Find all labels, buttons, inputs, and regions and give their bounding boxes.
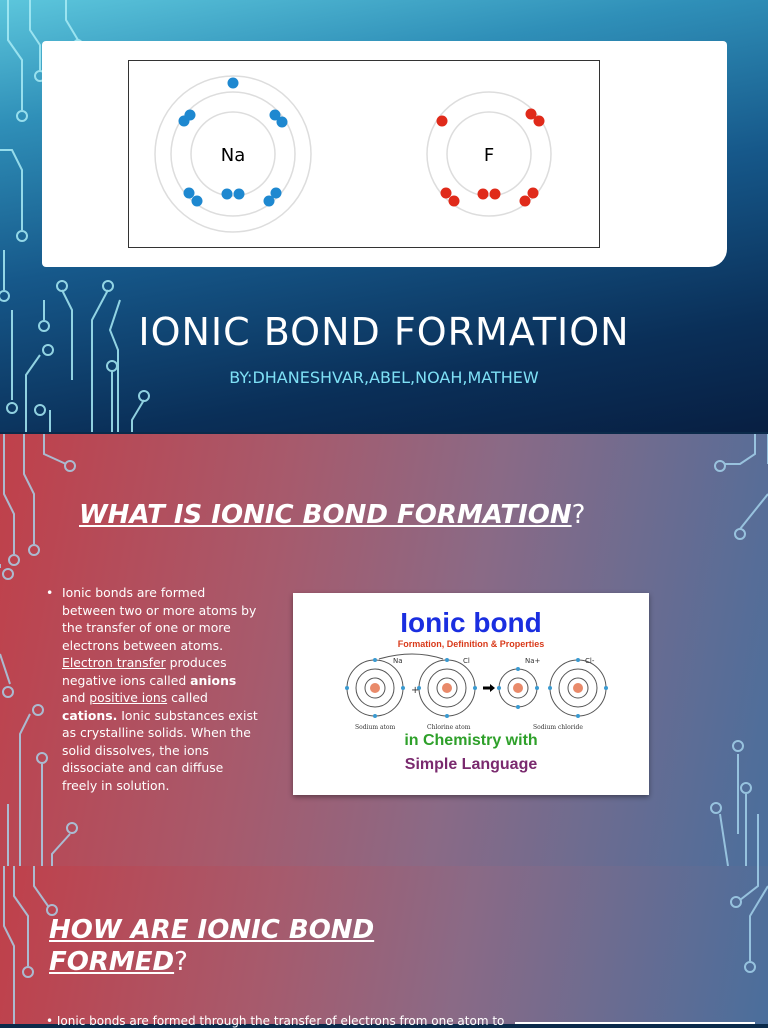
na-electron xyxy=(270,187,282,199)
bullet-text: Ionic bonds are formed between two or mo… xyxy=(62,584,261,794)
f-electrons xyxy=(436,108,545,207)
f-shell-outer xyxy=(426,91,552,217)
slide-heading: WHAT IS IONIC BOND FORMATION? xyxy=(79,500,585,530)
text-run: Ionic substances exist as crystalline so… xyxy=(62,707,258,793)
f-symbol: F xyxy=(484,145,494,166)
label-sodium-atom: Sodium atom xyxy=(355,724,396,731)
circuit-decoration xyxy=(0,0,150,432)
image-title: Ionic bond xyxy=(400,607,542,638)
na-shell-middle xyxy=(170,91,296,217)
f-shell-inner xyxy=(446,111,532,197)
slide-what-is[interactable]: WHAT IS IONIC BOND FORMATION? • Ionic bo… xyxy=(0,434,768,866)
label-na: Na xyxy=(393,657,403,665)
label-chlorine-atom: Chlorine atom xyxy=(427,724,471,731)
na-electron xyxy=(184,109,196,121)
heading-text: WHAT IS IONIC BOND FORMATION xyxy=(79,500,572,530)
ionic-bond-diagram: + Na Cl Na+ Cl- Sodium atom Chlorine ato… xyxy=(345,653,608,731)
f-electron xyxy=(477,188,489,200)
label-sodium-chloride: Sodium chloride xyxy=(533,724,583,731)
atom-diagram-card: Na xyxy=(42,41,727,267)
f-electron xyxy=(489,188,501,200)
image-subtitle: Formation, Definition & Properties xyxy=(397,639,545,649)
slide3-body-cut: • Ionic bonds are formed through the tra… xyxy=(46,1014,505,1028)
slide-title-text: IONIC BOND FORMATION xyxy=(138,310,630,354)
na-shell-inner xyxy=(190,111,276,197)
heading-suffix: ? xyxy=(174,947,188,977)
label-cl-ion: Cl- xyxy=(585,657,595,665)
na-electron xyxy=(269,109,281,121)
ionic-bond-image: Ionic bond Formation, Definition & Prope… xyxy=(293,593,649,795)
image-line-language: Simple Language xyxy=(404,756,538,773)
f-electron xyxy=(436,115,448,127)
text-run: produces negative ions called xyxy=(62,655,227,688)
bold-cations: cations. xyxy=(62,707,118,723)
f-electron xyxy=(527,187,539,199)
text-run: Ionic bonds are formed between two or mo… xyxy=(62,585,257,653)
na-electron xyxy=(221,188,233,200)
na-electron xyxy=(227,77,239,89)
f-electron xyxy=(533,115,545,127)
f-electron xyxy=(440,187,452,199)
na-symbol: Na xyxy=(221,145,246,166)
image-line-chemistry: in Chemistry with xyxy=(404,732,538,749)
f-electron xyxy=(525,108,537,120)
authors-byline: BY:DHANESHVAR,ABEL,NOAH,MATHEW xyxy=(229,368,539,387)
na-electron xyxy=(263,195,275,207)
bold-anions: anions xyxy=(190,672,237,688)
sodium-atom: Na xyxy=(154,75,312,233)
f-electron xyxy=(448,195,460,207)
bullet-symbol: • xyxy=(46,585,54,600)
bullet-paragraph: • Ionic bonds are formed between two or … xyxy=(46,584,261,794)
na-electron xyxy=(183,187,195,199)
slide-title[interactable]: Na xyxy=(0,0,768,432)
na-electron xyxy=(276,116,288,128)
plus-sign: + xyxy=(411,685,419,696)
na-shell-outer xyxy=(154,75,312,233)
link-electron-transfer[interactable]: Electron transfer xyxy=(62,655,166,670)
atom-diagram: Na xyxy=(154,75,552,233)
heading-suffix: ? xyxy=(571,500,586,530)
text-run: and xyxy=(62,690,90,705)
image-top-edge xyxy=(515,1022,755,1024)
slide3-heading: HOW ARE IONIC BOND FORMED? xyxy=(49,914,469,978)
slide-how-formed[interactable] xyxy=(0,866,768,1024)
f-electron xyxy=(519,195,531,207)
text-run: called xyxy=(167,690,208,705)
circuit-decoration xyxy=(0,434,768,866)
link-positive-ions[interactable]: positive ions xyxy=(89,690,168,705)
atom-diagram-frame: Na xyxy=(128,60,600,248)
heading-text: HOW ARE IONIC BOND FORMED xyxy=(49,915,375,977)
na-electrons xyxy=(178,77,288,207)
label-cl: Cl xyxy=(463,657,470,665)
na-electron xyxy=(191,195,203,207)
fluorine-atom: F xyxy=(426,91,552,217)
na-electron xyxy=(233,188,245,200)
label-na-ion: Na+ xyxy=(525,657,541,665)
circuit-decoration xyxy=(3,866,768,1024)
